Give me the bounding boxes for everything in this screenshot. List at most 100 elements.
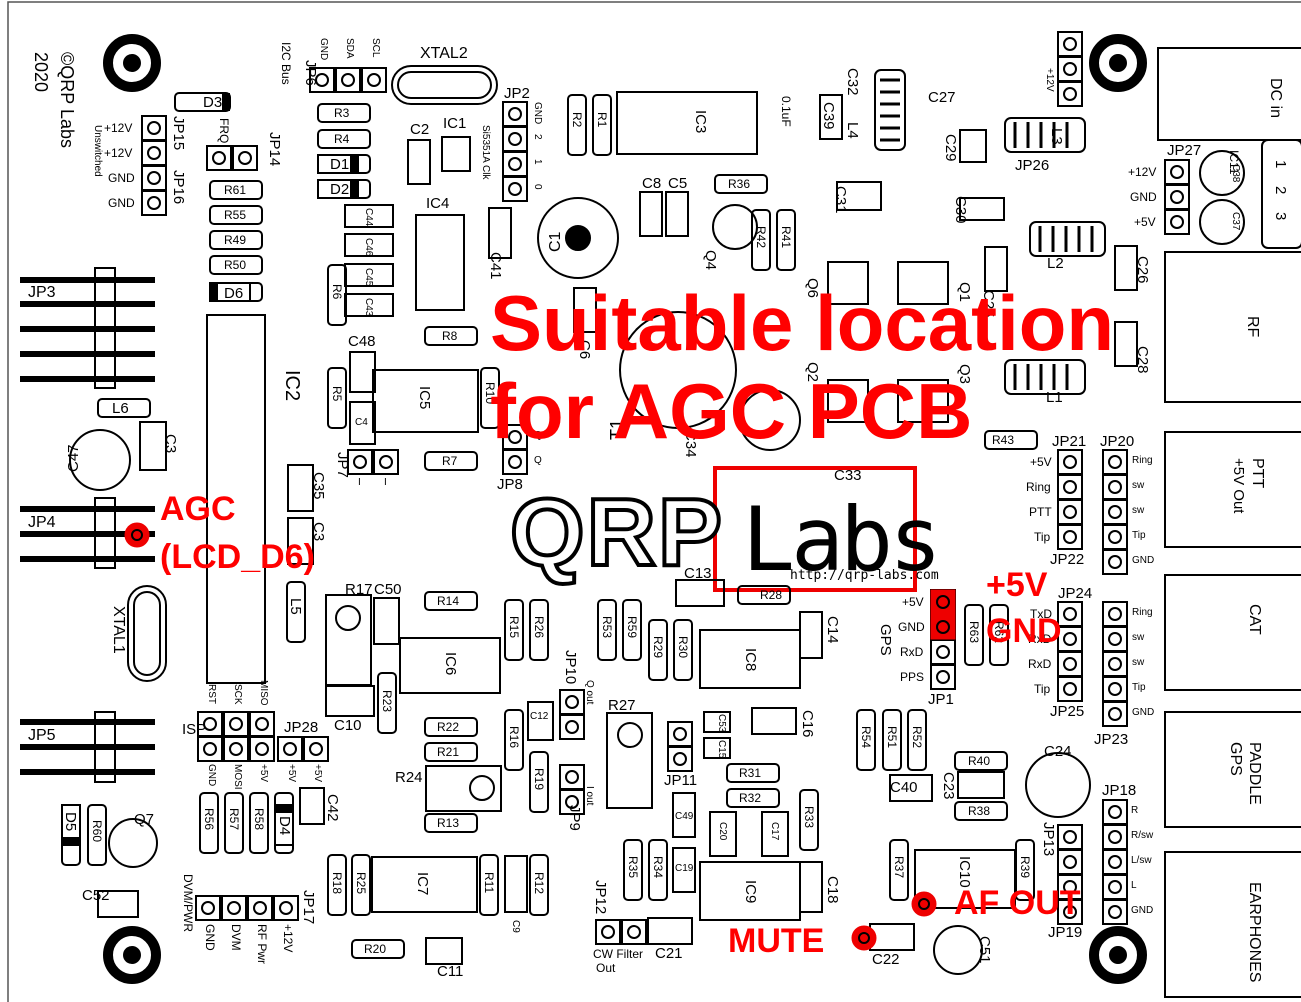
r50-label: R50	[224, 258, 247, 272]
unswitched-label: Unswitched	[92, 125, 103, 177]
c13-label: C13	[684, 565, 712, 582]
jp28-label: JP28	[284, 719, 319, 736]
r27-trimpot	[606, 712, 653, 809]
pin-label-jp18-l: L	[1131, 880, 1137, 891]
r6-label: R6	[330, 284, 344, 300]
agc-annotation: AGC	[160, 490, 236, 528]
c43-label: C43	[363, 298, 374, 317]
pin-label-jp23-ring: Ring	[1132, 607, 1153, 618]
c37-label: C37	[1230, 212, 1241, 231]
r31-label: R31	[739, 766, 762, 780]
pad-column-jp20	[1102, 449, 1128, 575]
r58-label: R58	[252, 808, 266, 831]
ic4-label: IC4	[426, 195, 450, 212]
pin-label-jp1-rxd: RxD	[900, 645, 924, 659]
c8-label: C8	[642, 175, 662, 192]
pin-label-jp28-b: +5V	[312, 764, 323, 783]
r33-label: R33	[802, 806, 816, 829]
r20-label: R20	[364, 942, 387, 956]
q2	[827, 379, 869, 423]
ic2-body	[206, 314, 266, 684]
pin-label-jp17-rfpwr: RF Pwr	[255, 924, 269, 964]
jp17-label: JP17	[300, 890, 317, 925]
jp23-label: JP23	[1094, 731, 1129, 748]
c52-label: C52	[82, 887, 110, 904]
ic1-body	[441, 136, 471, 172]
q1	[897, 261, 949, 305]
jp8-label: JP8	[497, 476, 523, 493]
jp11-label: JP11	[664, 772, 698, 789]
pad-5v-highlight	[930, 589, 956, 615]
xtal1	[127, 585, 167, 682]
pad-grid-isp	[197, 711, 275, 762]
ic6-body	[399, 637, 501, 694]
paddle-label: PADDLE	[1246, 742, 1263, 805]
pin-label-jp8-q2: Q	[534, 455, 542, 466]
pin-label-jp23-sw1: sw	[1132, 632, 1145, 643]
q6	[827, 261, 869, 305]
r26-label: R26	[532, 616, 546, 639]
r51-label: R51	[885, 726, 899, 749]
pin-label-jp1-5v: +5V	[902, 595, 924, 609]
jp20-label: JP20	[1100, 433, 1135, 450]
c51-label: C51	[976, 936, 993, 964]
c37	[1199, 199, 1245, 245]
c21-label: C21	[655, 945, 683, 962]
labs-highlight-box	[713, 466, 917, 592]
pin-label-jp17-gnd: GND	[203, 924, 217, 951]
c45-label: C45	[363, 268, 374, 287]
jp26-label: JP26	[1015, 157, 1050, 174]
c30-label: C30	[952, 196, 969, 224]
c46-label: C46	[363, 238, 374, 257]
jp25-label: JP25	[1050, 703, 1085, 720]
c24-label: C24	[1044, 743, 1072, 760]
isp-label: ISP	[182, 721, 207, 738]
r5-label: R5	[330, 386, 344, 402]
overlay-line2: for AGC PCB	[490, 367, 973, 455]
pin-label-dc-2: 2	[1272, 186, 1289, 195]
rf-connector	[1164, 251, 1301, 403]
paddle-sub-label: GPS	[1227, 742, 1244, 776]
pad-gnd-highlight	[930, 614, 956, 640]
c26-label: C26	[1134, 256, 1151, 284]
jp10-label: JP10	[562, 650, 579, 685]
jp9-label: JP9	[566, 805, 583, 831]
l5-label: L5	[287, 598, 304, 615]
dvm-pwr-label: DVM/PWR	[181, 874, 195, 932]
c19-label: C19	[675, 863, 694, 874]
r42-label: R42	[754, 226, 768, 249]
pin-label-jp2-gnd: GND	[532, 102, 543, 125]
c50-label: C50	[374, 581, 402, 598]
r40-label: R40	[968, 754, 991, 768]
r4-label: R4	[334, 132, 350, 146]
pin-label-jp20-sw1: sw	[1132, 480, 1145, 491]
c38	[1199, 150, 1245, 196]
c31-label: C31	[832, 186, 849, 214]
pin-label-isp-miso: MISO	[258, 680, 269, 706]
pin-label-jp24-tip: Tip	[1034, 682, 1051, 696]
af-out-annotation: AF OUT	[954, 884, 1081, 922]
pin-label-gnd-a: GND	[108, 171, 135, 185]
c22-label: C22	[872, 951, 900, 968]
c12-label: C12	[530, 711, 549, 722]
pin-label-gnd-b: GND	[108, 196, 135, 210]
pin-label-jp2-2: 2	[532, 134, 543, 140]
r24-label: R24	[395, 769, 423, 786]
r24-trimpot	[425, 765, 502, 812]
r11-label: R11	[482, 872, 496, 894]
pin-label-jp28-a: +5V	[286, 764, 297, 783]
c24	[1025, 752, 1091, 818]
pin-label-12v-a: +12V	[104, 121, 133, 135]
pin-label-jp23-sw2: sw	[1132, 657, 1145, 668]
pin-label-jp8-q: Q	[534, 430, 542, 441]
pad-column-jp24	[1057, 601, 1083, 702]
c5-label: C5	[668, 175, 688, 192]
r32-label: R32	[739, 791, 762, 805]
pin-label-jp24-rxd: RxD	[1028, 632, 1052, 646]
board-outline	[7, 1, 1301, 1002]
r13-label: R13	[437, 816, 460, 830]
pad-row-jp12	[595, 919, 647, 945]
pin-label-dc-12v: +12V	[1044, 68, 1055, 92]
overlay-line1: Suitable location	[490, 279, 1115, 367]
ic5-label: IC5	[416, 386, 433, 410]
